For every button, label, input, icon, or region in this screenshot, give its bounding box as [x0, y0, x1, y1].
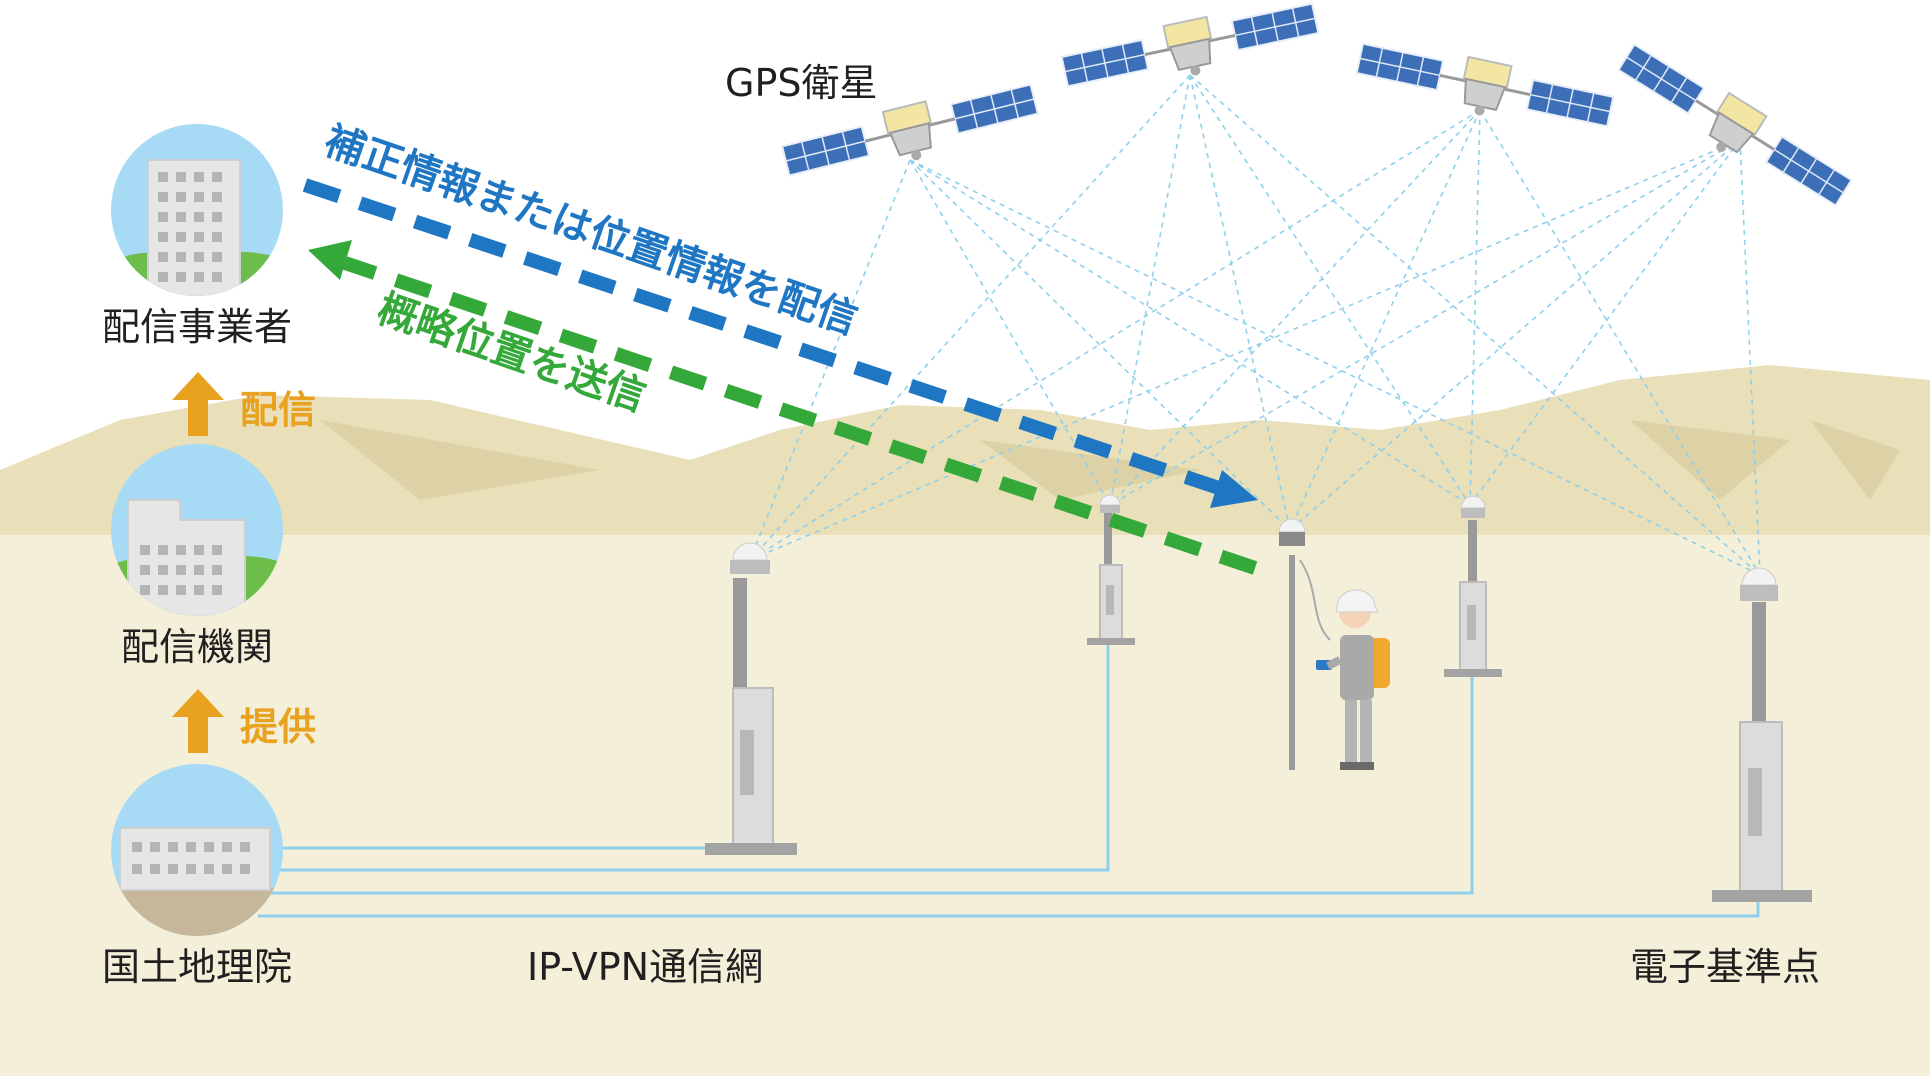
gsi-circle	[111, 764, 283, 936]
ground	[0, 535, 1930, 1076]
gps-satellites-label: GPS衛星	[725, 61, 877, 105]
building-icon	[119, 827, 271, 891]
orange-up-arrow	[172, 372, 224, 436]
gsi-label: 国土地理院	[102, 945, 292, 989]
reference-station-label: 電子基準点	[1630, 945, 1820, 989]
arrow-distribute-label: 配信	[240, 388, 316, 432]
orange-up-arrow	[172, 689, 224, 753]
network-lines	[258, 640, 1760, 918]
green-dashed-arrow	[308, 240, 1258, 575]
arrow-provide-label: 提供	[240, 705, 316, 749]
distributor-circle	[111, 124, 283, 296]
reference-station-icon	[1087, 494, 1135, 645]
surveyor-icon	[1278, 518, 1390, 770]
blue-dashed-arrow	[302, 178, 1258, 508]
reference-station-icon	[705, 542, 797, 855]
reference-station-icon	[1712, 567, 1812, 902]
distributor-label: 配信事業者	[102, 305, 292, 349]
network-label: IP-VPN通信網	[527, 945, 763, 989]
distribution-agency-circle	[111, 444, 283, 616]
distribution-agency-label: 配信機関	[121, 625, 273, 669]
reference-station-icon	[1444, 495, 1502, 677]
hills	[0, 365, 1930, 540]
